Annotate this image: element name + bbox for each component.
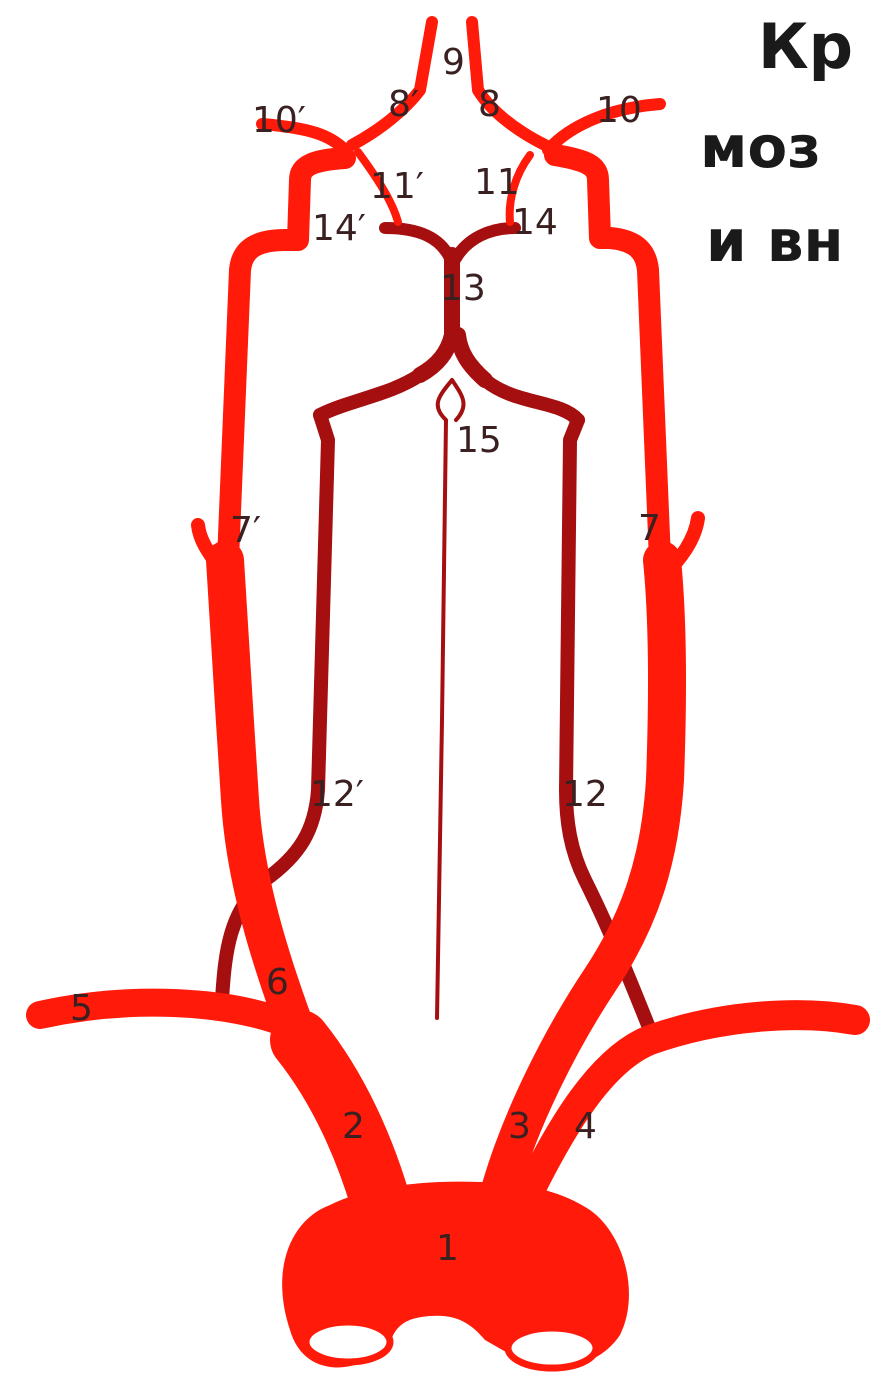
aortic-opening-right: [508, 1328, 596, 1368]
brachiocephalic-trunk: [300, 1040, 380, 1200]
label-11-prime: 11′: [370, 166, 424, 207]
label-2: 2: [342, 1106, 365, 1147]
vertebral-artery-right-top: [485, 380, 578, 420]
posterior-cerebral-artery-right: [456, 228, 515, 258]
posterior-cerebral-artery-left: [385, 228, 450, 258]
title-line-2: моз: [700, 118, 821, 176]
title-line-3: и вн: [706, 212, 844, 270]
anterior-spinal-artery: [437, 380, 452, 1018]
title-line-1: Кр: [758, 16, 853, 78]
label-10: 10: [596, 90, 642, 131]
label-7-prime: 7′: [230, 510, 261, 551]
label-10-prime: 10′: [252, 100, 306, 141]
label-12-prime: 12′: [310, 774, 364, 815]
vertebral-arteries: [222, 228, 650, 1030]
label-7: 7: [638, 508, 661, 549]
label-13: 13: [440, 268, 486, 309]
label-1: 1: [436, 1228, 459, 1269]
label-4: 4: [574, 1106, 597, 1147]
label-12: 12: [562, 774, 608, 815]
anterior-spinal-artery-branch: [452, 380, 464, 420]
vertebral-artery-left-top: [320, 375, 420, 415]
label-9: 9: [442, 42, 465, 83]
aortic-arch: [282, 1182, 629, 1368]
label-15: 15: [456, 420, 502, 461]
label-11: 11: [474, 162, 520, 203]
label-5: 5: [70, 988, 93, 1029]
label-14-prime: 14′: [312, 208, 366, 249]
aortic-opening-left: [306, 1322, 390, 1362]
label-8-prime: 8′: [388, 84, 419, 125]
label-14: 14: [512, 202, 558, 243]
label-3: 3: [508, 1106, 531, 1147]
label-8: 8: [478, 84, 501, 125]
label-6: 6: [266, 962, 289, 1003]
